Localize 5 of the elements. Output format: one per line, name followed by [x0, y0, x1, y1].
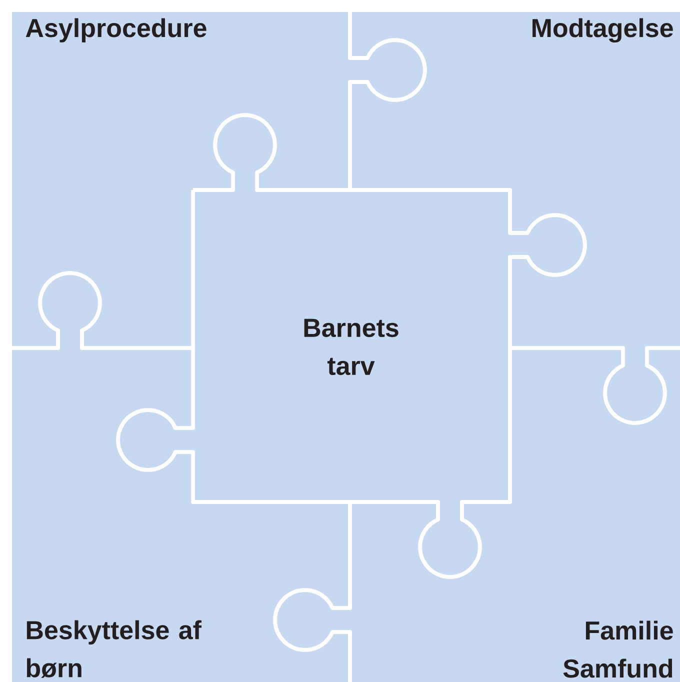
puzzle-label: Familie Samfund [563, 620, 673, 678]
puzzle-label: Barnets tarv [304, 318, 398, 376]
puzzle-label: Modtagelse [532, 18, 673, 43]
puzzle-label: Beskyttelse af børn [26, 620, 202, 678]
puzzle-label: Asylprocedure [26, 18, 206, 42]
